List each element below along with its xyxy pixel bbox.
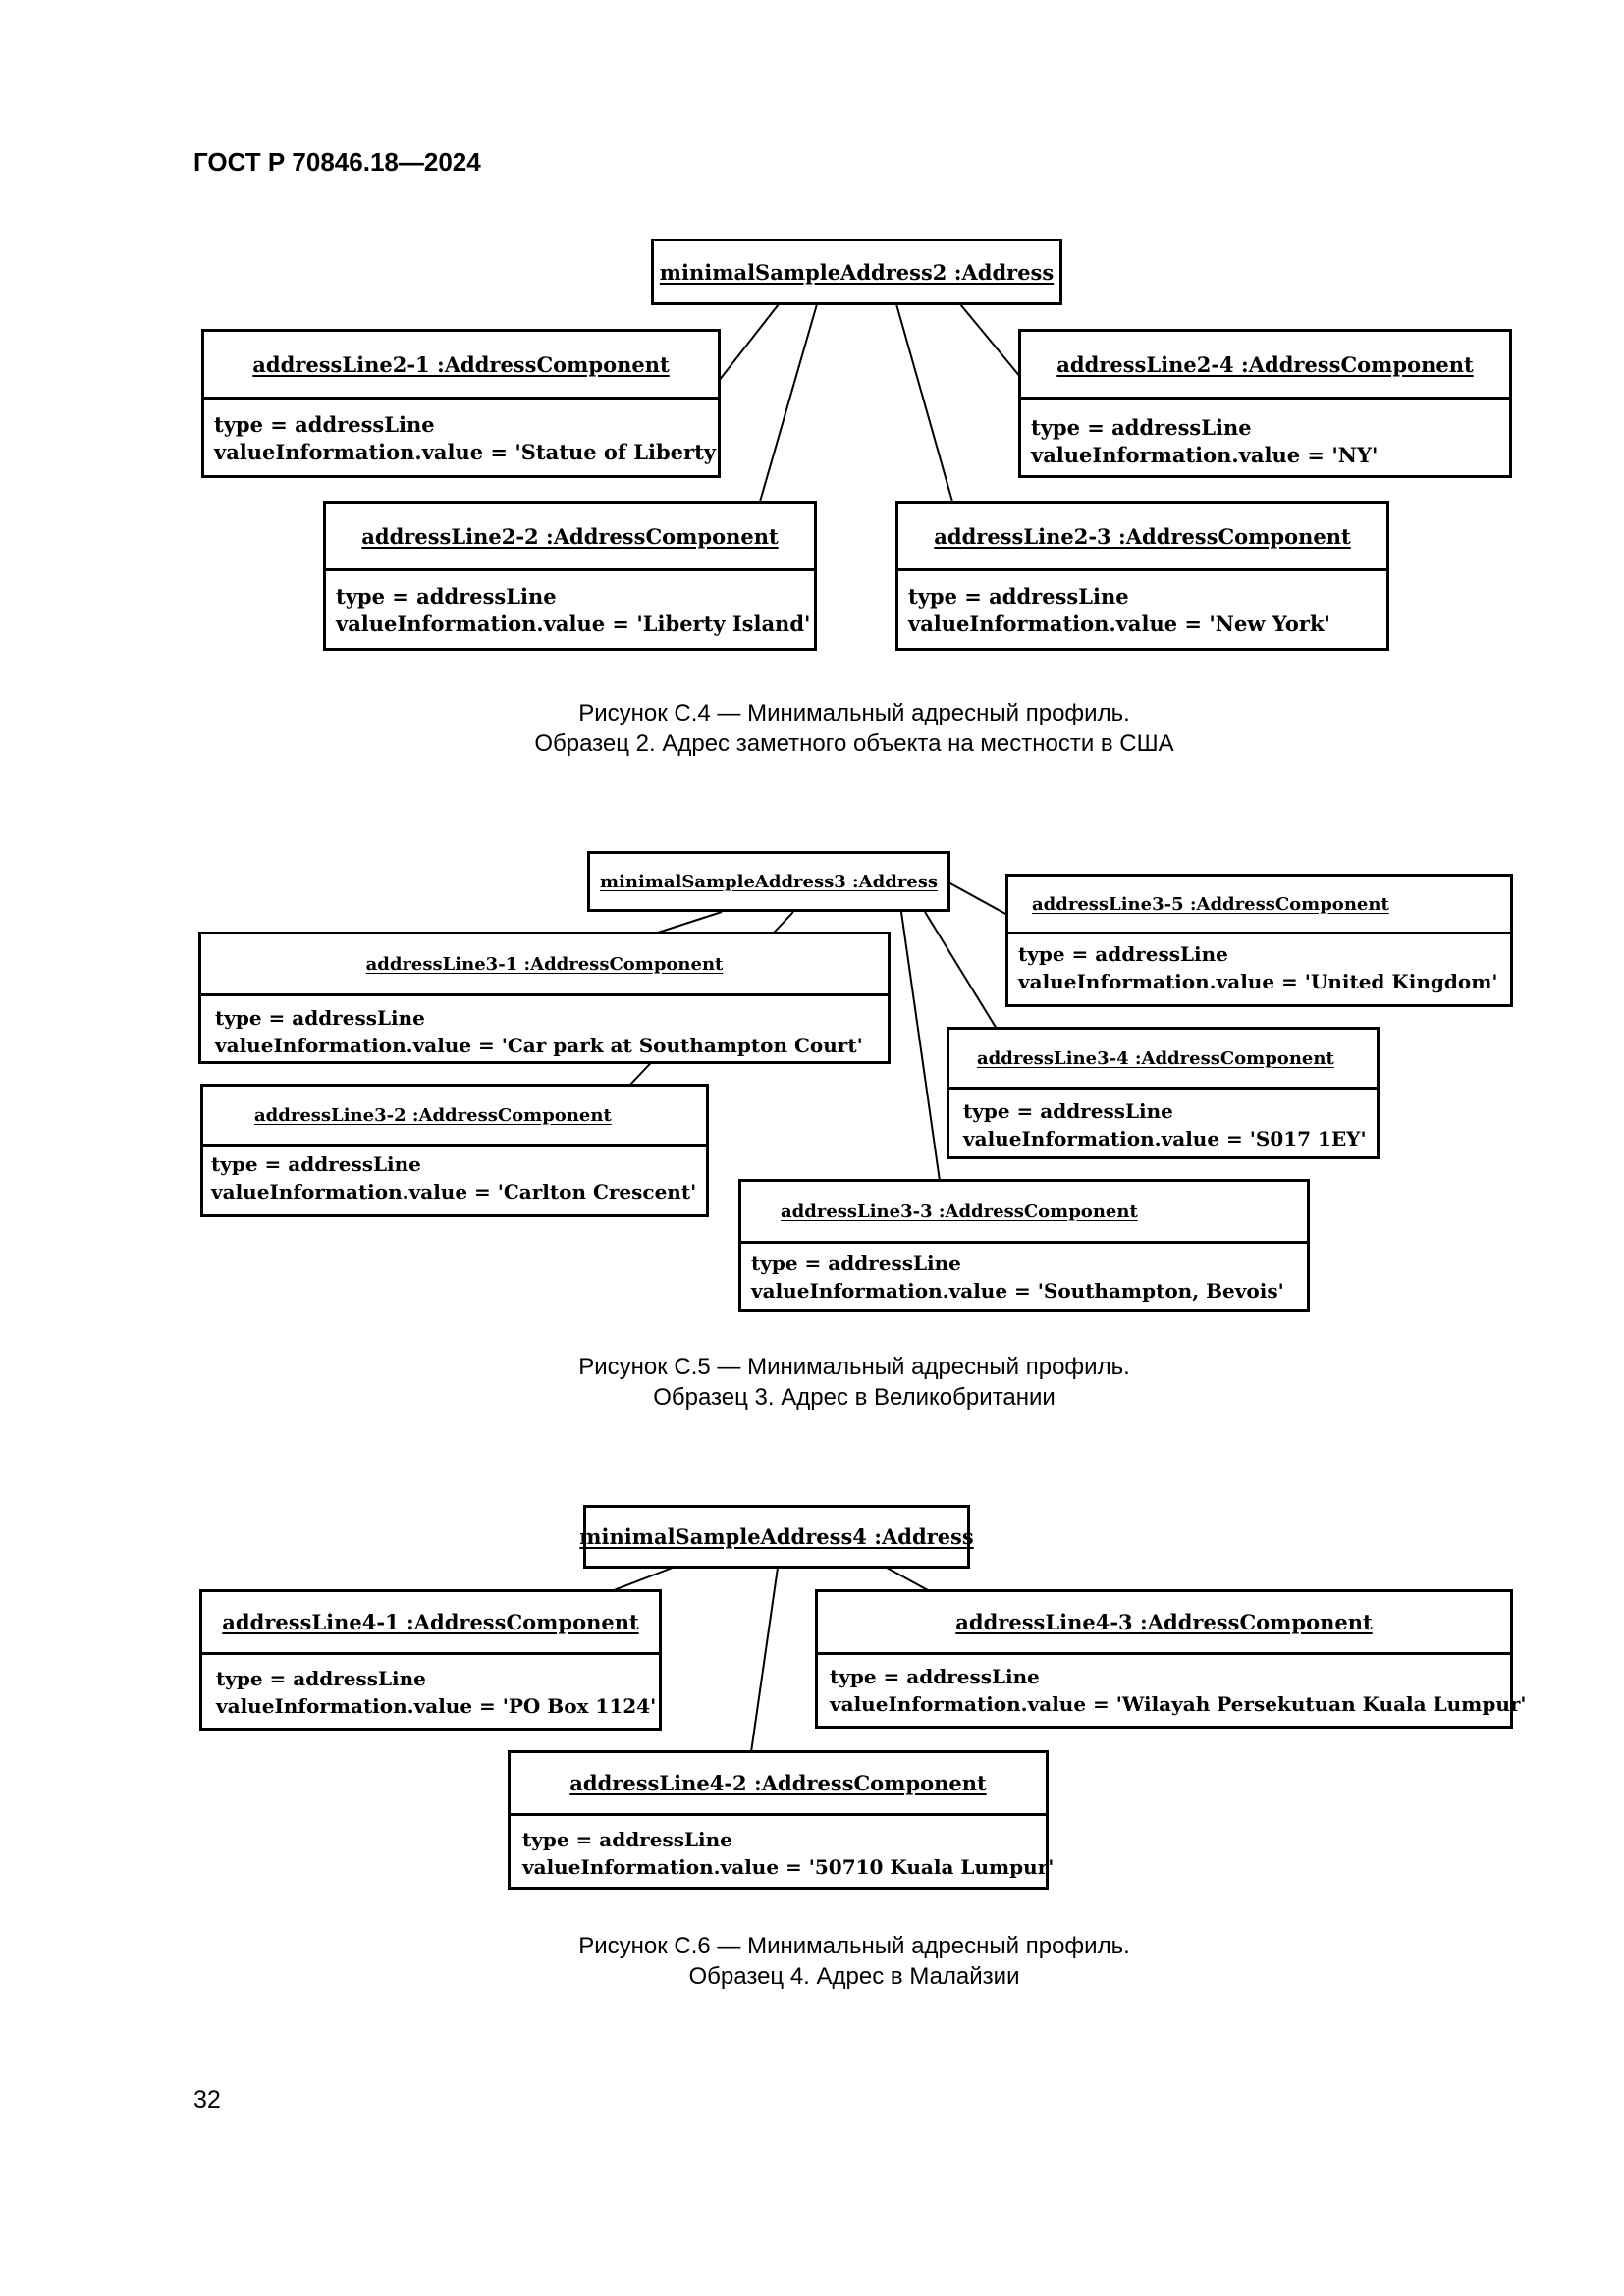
document-code: ГОСТ Р 70846.18—2024 xyxy=(193,147,481,177)
figure-caption-c6: Рисунок С.6 — Минимальный адресный профи… xyxy=(578,1933,1130,1990)
link-2-1 xyxy=(718,303,780,382)
link-4-1 xyxy=(613,1567,674,1591)
link-4-2 xyxy=(750,1567,779,1753)
object-addressLine4-2: addressLine4-2 :AddressComponent type = … xyxy=(508,1750,1054,1890)
link-3-5 xyxy=(947,881,1008,916)
object-addressLine2-4: addressLine2-4 :AddressComponent type = … xyxy=(1018,329,1512,478)
page-number: 32 xyxy=(193,2086,221,2113)
object-minimalSampleAddress3: minimalSampleAddress3 :Address xyxy=(587,851,950,912)
object-addressLine2-3: addressLine2-3 :AddressComponent type = … xyxy=(895,501,1389,651)
object-addressLine3-5: addressLine3-5 :AddressComponent type = … xyxy=(1005,874,1513,1007)
figure-caption-c4: Рисунок С.4 — Минимальный адресный профи… xyxy=(534,700,1174,757)
object-addressLine3-2: addressLine3-2 :AddressComponent type = … xyxy=(200,1084,709,1217)
link-3-1 xyxy=(657,911,723,934)
object-addressLine3-4: addressLine3-4 :AddressComponent type = … xyxy=(947,1027,1380,1159)
link-2-2 xyxy=(759,303,818,503)
object-addressLine4-3: addressLine4-3 :AddressComponent type = … xyxy=(815,1589,1527,1729)
object-minimalSampleAddress4: minimalSampleAddress4 :Address xyxy=(579,1505,974,1569)
link-3-3 xyxy=(900,911,941,1182)
object-minimalSampleAddress2: minimalSampleAddress2 :Address xyxy=(651,239,1062,305)
link-2-3 xyxy=(895,303,953,503)
object-addressLine2-2: addressLine2-2 :AddressComponent type = … xyxy=(323,501,817,651)
object-addressLine2-1: addressLine2-1 :AddressComponent type = … xyxy=(201,329,722,478)
figure-caption-c5: Рисунок С.5 — Минимальный адресный профи… xyxy=(578,1354,1130,1411)
link-3-4 xyxy=(924,911,998,1030)
object-addressLine3-1: addressLine3-1 :AddressComponent type = … xyxy=(198,932,891,1064)
object-addressLine3-3: addressLine3-3 :AddressComponent type = … xyxy=(738,1179,1310,1312)
object-addressLine4-1: addressLine4-1 :AddressComponent type = … xyxy=(199,1589,662,1731)
link-2-4 xyxy=(959,303,1022,379)
link-4-3 xyxy=(886,1567,929,1591)
